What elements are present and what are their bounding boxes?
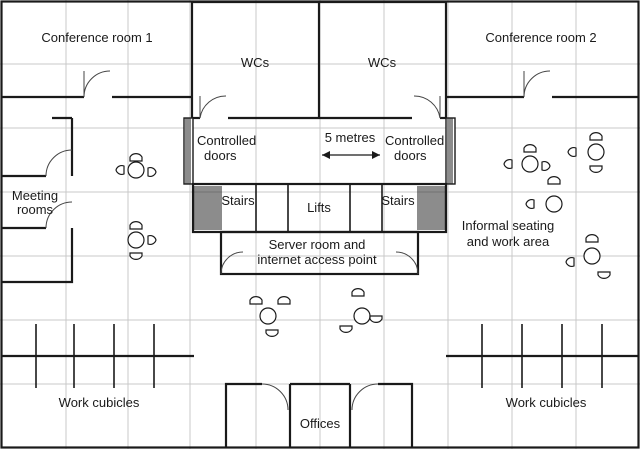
- meeting-rooms-label-1: Meeting: [12, 188, 58, 203]
- meeting-rooms-label-2: rooms: [17, 202, 54, 217]
- controlled-doors-right-label-1: Controlled: [385, 133, 444, 148]
- furniture-right-1: [503, 144, 551, 173]
- scale-label: 5 metres: [325, 130, 376, 145]
- controlled-doors-right-label-2: doors: [394, 148, 427, 163]
- furniture-left-upper: [115, 153, 157, 179]
- furniture-right-4: [565, 234, 611, 279]
- furniture-center-left: [249, 296, 291, 337]
- furniture-center-right: [339, 288, 383, 333]
- wcs-walls: [192, 0, 448, 120]
- server-room-label-1: Server room and: [269, 237, 366, 252]
- conference-room-1-walls: [2, 2, 194, 118]
- stairs-hatch-right: [417, 186, 445, 230]
- controlled-doors-left-label-1: Controlled: [197, 133, 256, 148]
- wcs-right-label: WCs: [368, 55, 397, 70]
- server-room-walls: [219, 230, 420, 276]
- stairs-hatch-left: [194, 186, 222, 230]
- conference-room-2-walls: [446, 70, 638, 99]
- stairs-left-label: Stairs: [221, 193, 255, 208]
- wcs-left-label: WCs: [241, 55, 270, 70]
- server-room-label-2: internet access point: [257, 252, 377, 267]
- work-cubicles-left-partitions: [2, 324, 194, 388]
- conference-room-1-label: Conference room 1: [41, 30, 152, 45]
- furniture-right-3: [525, 176, 563, 213]
- work-cubicles-right-label: Work cubicles: [506, 395, 587, 410]
- furniture-right-2: [567, 132, 605, 173]
- informal-seating-label-2: and work area: [467, 234, 550, 249]
- door-arc: [83, 70, 111, 98]
- conference-room-2-label: Conference room 2: [485, 30, 596, 45]
- work-cubicles-right-partitions: [446, 324, 638, 388]
- lifts-label: Lifts: [307, 200, 331, 215]
- meeting-rooms-walls: [2, 116, 74, 284]
- controlled-doors-left-label-2: doors: [204, 148, 237, 163]
- stairs-right-label: Stairs: [381, 193, 415, 208]
- informal-seating-label-1: Informal seating: [462, 218, 555, 233]
- offices-label: Offices: [300, 416, 341, 431]
- core-walls: [183, 117, 456, 234]
- work-cubicles-left-label: Work cubicles: [59, 395, 140, 410]
- scale-arrow: [322, 151, 380, 159]
- furniture-left-lower: [127, 221, 157, 260]
- offices-walls: [224, 382, 414, 447]
